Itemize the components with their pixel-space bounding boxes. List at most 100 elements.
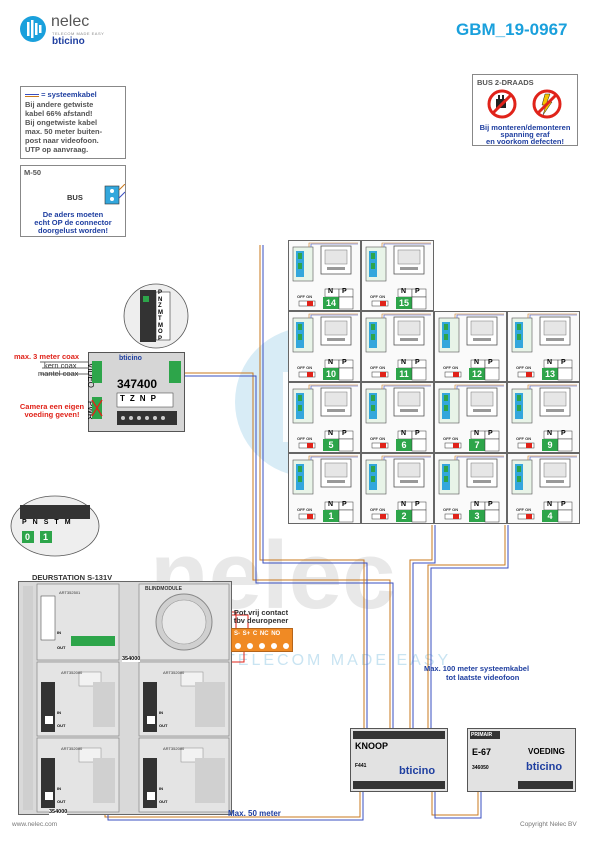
- doorstation-dip-drawing: [10, 495, 100, 557]
- videophone-drawing: [292, 313, 358, 381]
- terminal-label: NO: [271, 631, 281, 637]
- m50-box: M-50 BUS De aders moeten echt OP de conn…: [20, 165, 126, 237]
- out-label: OUT: [159, 723, 168, 728]
- dip-label: T: [158, 316, 162, 322]
- videophone-drawing: [365, 384, 431, 452]
- monitor-dip-n: N: [328, 430, 334, 437]
- monitor-dip-p: P: [488, 359, 493, 366]
- monitor-dip-p: P: [561, 359, 566, 366]
- videophone-drawing: [438, 455, 504, 523]
- monitor-dip-p: P: [488, 430, 493, 437]
- monitor-offon-label: OFF ON: [516, 436, 532, 441]
- monitor-offon-label: OFF ON: [297, 365, 313, 370]
- no-plug-icon: [487, 89, 517, 119]
- monitor-grid: (function(){ const host = document.curre…: [288, 240, 580, 525]
- dip-label: M: [64, 519, 77, 526]
- dip-label: M: [158, 322, 163, 329]
- brand-tagline: TELECOM MADE EASY: [52, 31, 105, 36]
- legend-line-7: UTP op aanvraag.: [25, 145, 89, 154]
- doorstation-dip-labels: PNSTM: [22, 519, 77, 526]
- monitor-number: 13: [544, 369, 555, 379]
- in-label: IN: [57, 630, 61, 635]
- legend-line-6: post naar videofoon.: [25, 136, 99, 145]
- cable-legend-box: = systeemkabel Bij andere getwiste kabel…: [20, 86, 126, 159]
- terminal-label: C: [252, 631, 258, 637]
- svg-text:TELECOM MADE EASY: TELECOM MADE EASY: [225, 652, 451, 669]
- nelec-logo: nelec TELECOM MADE EASY bticino: [18, 12, 138, 48]
- monitor-dip-p: P: [342, 288, 347, 295]
- monitor-number: 4: [547, 511, 553, 521]
- m50-connector: [104, 184, 125, 205]
- monitor-dip-n: N: [547, 501, 553, 508]
- doc-code: GBM_19-0967: [456, 20, 568, 39]
- monitor-offon-label: OFF ON: [443, 365, 459, 370]
- video-module-zoom-drawing: [123, 283, 189, 349]
- m50-note-2: echt OP de connector: [34, 218, 112, 227]
- out-label: OUT: [57, 723, 66, 728]
- legend-line-1: = systeemkabel: [41, 90, 97, 99]
- monitor-dip-n: N: [401, 501, 407, 508]
- dip-label: N: [158, 296, 163, 303]
- doorstation-title: DEURSTATION S-131V: [32, 573, 113, 582]
- dip-label: Z: [158, 303, 162, 309]
- code-354000-bottom: 354000: [49, 809, 68, 815]
- monitor-number: 3: [474, 511, 480, 521]
- monitor-number: 11: [399, 369, 409, 379]
- monitor-dip-p: P: [488, 501, 493, 508]
- out-label: OUT: [57, 799, 66, 804]
- module-code-3: ART352000: [61, 746, 83, 751]
- monitor-offon-label: OFF ON: [370, 507, 386, 512]
- videophone-drawing: [365, 455, 431, 523]
- contact-terminal-block: S- S+ C NC NO: [231, 628, 293, 652]
- monitor-dip-n: N: [401, 288, 407, 295]
- in-label: IN: [57, 786, 61, 791]
- monitor-offon-label: OFF ON: [370, 365, 386, 370]
- monitor-dip-n: N: [401, 430, 407, 437]
- monitor-offon-label: OFF ON: [516, 507, 532, 512]
- camera-note-2: voeding geven!: [24, 410, 80, 419]
- monitor-dip-n: N: [474, 430, 480, 437]
- voeding-brand: bticino: [526, 761, 563, 773]
- no-voltage-icon: [532, 89, 562, 119]
- videophone-unit: N P OFF ON 2: [361, 453, 434, 524]
- knoop-f441: KNOOP F441 bticino: [350, 728, 448, 792]
- monitor-dip-p: P: [415, 288, 420, 295]
- video-module-model: 347400: [117, 377, 158, 391]
- max50-note: Max. 50 meter: [228, 809, 281, 818]
- monitor-number: 2: [401, 511, 407, 521]
- monitor-dip-p: P: [415, 501, 420, 508]
- module-code-top: ART352501: [59, 590, 81, 595]
- monitor-dip-n: N: [328, 359, 334, 366]
- monitor-number: 6: [401, 440, 407, 450]
- videophone-drawing: [292, 242, 358, 310]
- knoop-code: F441: [355, 763, 367, 769]
- video-module-terminals: [91, 361, 181, 425]
- cable-legend-swatch: [25, 93, 39, 97]
- dip-label: M: [158, 309, 163, 316]
- knoop-drawing: [353, 731, 445, 789]
- partner-brand: bticino: [52, 36, 85, 47]
- monitor-dip-n: N: [328, 501, 334, 508]
- bus-warning-box: BUS 2-DRAADS Bij monteren/demonteren spa…: [472, 74, 578, 146]
- monitor-dip-n: N: [328, 288, 334, 295]
- max100-note-1: Max. 100 meter systeemkabel: [424, 664, 530, 673]
- knoop-title: KNOOP: [355, 741, 389, 751]
- voeding-title: VOEDING: [528, 747, 565, 756]
- monitor-dip-n: N: [474, 359, 480, 366]
- legend-line-5: max. 50 meter buiten-: [25, 127, 103, 136]
- monitor-dip-p: P: [415, 430, 420, 437]
- legend-line-3: kabel 66% afstand!: [25, 109, 93, 118]
- monitor-number: 5: [328, 440, 334, 450]
- videophone-drawing: [292, 384, 358, 452]
- monitor-dip-p: P: [561, 430, 566, 437]
- monitor-dip-n: N: [474, 501, 480, 508]
- video-module-brand: bticino: [119, 355, 142, 362]
- monitor-dip-p: P: [415, 359, 420, 366]
